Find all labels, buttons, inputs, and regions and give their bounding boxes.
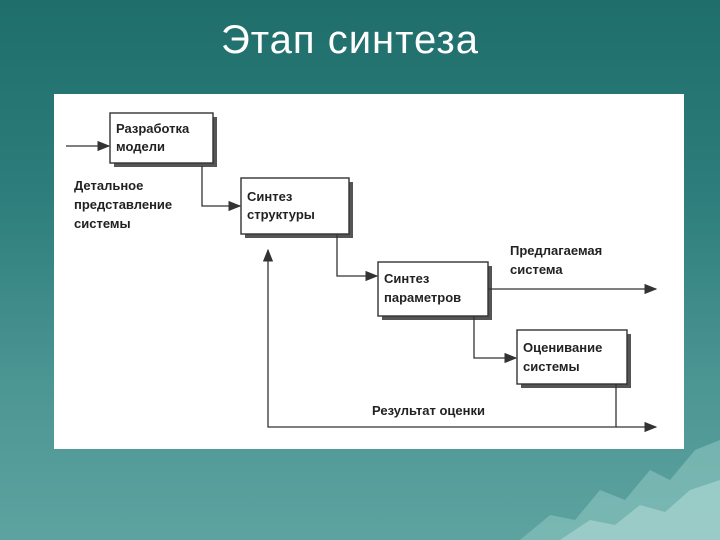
box-structure-synthesis: Синтез структуры [240, 177, 353, 238]
label-detailed-repr-line3: системы [74, 216, 131, 231]
box-model-development-line1: Разработка [116, 121, 190, 136]
slide-title: Этап синтеза [221, 18, 479, 62]
label-detailed-repr-line1: Детальное [74, 178, 143, 193]
label-proposed-system-line1: Предлагаемая [510, 243, 602, 258]
box-parameter-synthesis-line1: Синтез [384, 271, 430, 286]
label-detailed-repr-line2: представление [74, 197, 172, 212]
box-parameter-synthesis: Синтез параметров [377, 261, 492, 320]
box-structure-synthesis-line2: структуры [247, 207, 315, 222]
arrow-structure-to-parameters [336, 234, 379, 282]
box-model-development-line2: модели [116, 139, 165, 154]
box-model-development: Разработка модели [109, 112, 217, 167]
arrow-parameters-to-evaluation [473, 316, 518, 364]
diagram-panel: Разработка модели Синтез структуры Синте… [54, 94, 684, 449]
synthesis-diagram: Разработка модели Синтез структуры Синте… [66, 112, 658, 433]
arrow-model-to-structure [201, 166, 242, 212]
box-system-evaluation-line2: системы [523, 359, 580, 374]
box-system-evaluation-line1: Оценивание [523, 340, 602, 355]
label-evaluation-result: Результат оценки [372, 403, 485, 418]
arrow-feedback-to-structure [262, 248, 617, 428]
label-proposed-system-line2: система [510, 262, 563, 277]
decorative-mountains [520, 440, 720, 540]
box-structure-synthesis-line1: Синтез [247, 189, 293, 204]
box-system-evaluation: Оценивание системы [516, 329, 631, 388]
box-parameter-synthesis-line2: параметров [384, 290, 461, 305]
